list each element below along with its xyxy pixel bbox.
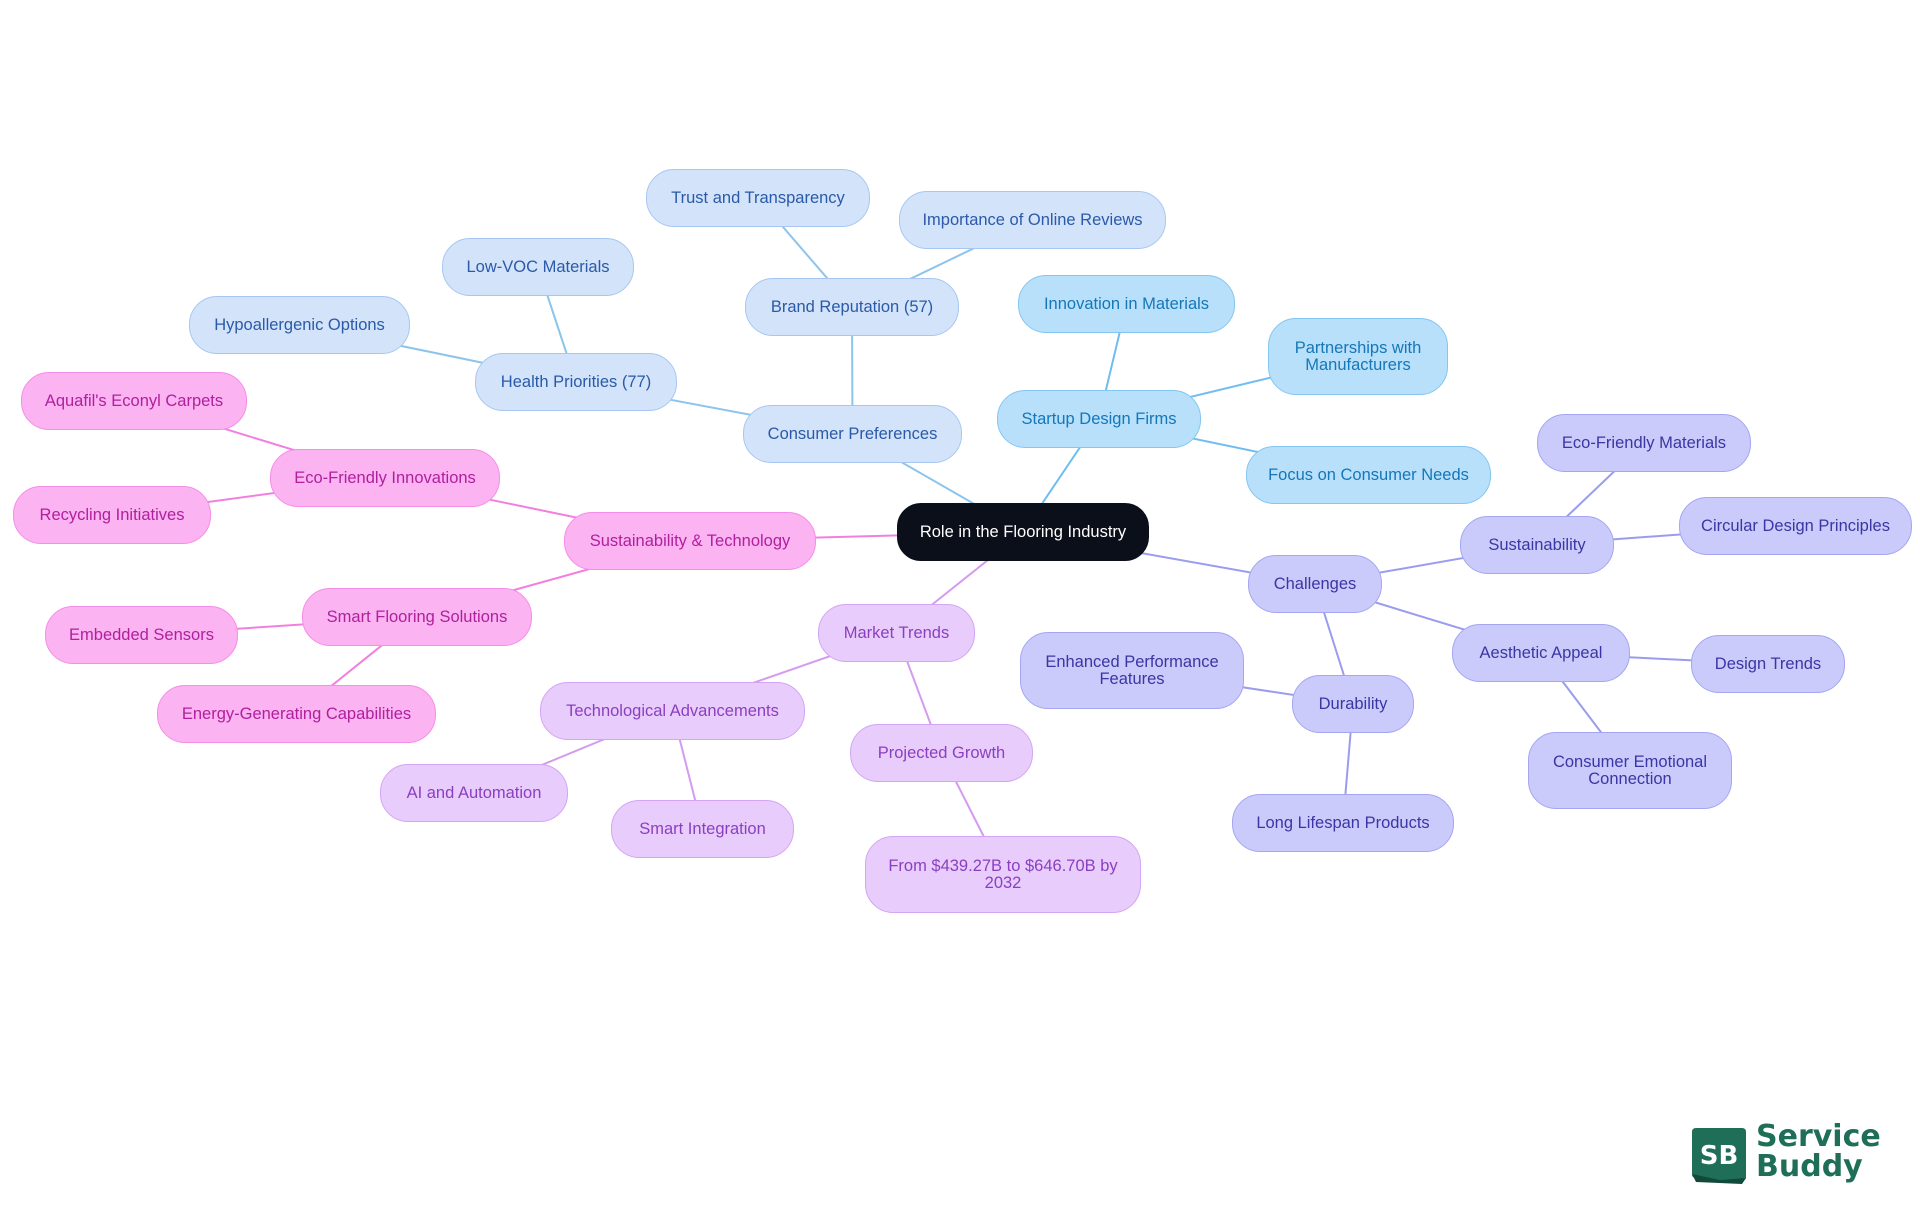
node-label: Aquafil's Econyl Carpets (44, 391, 224, 410)
node-label: Challenges (1273, 574, 1357, 593)
node-label: AI and Automation (406, 783, 542, 802)
node-label: Smart Integration (639, 819, 766, 838)
node-innovation-in-materials[interactable]: Innovation in Materials (1018, 275, 1235, 333)
node-label: Low-VOC Materials (466, 257, 610, 276)
node-label: Enhanced Performance Features (1045, 652, 1219, 688)
node-label: Partnerships with Manufacturers (1294, 338, 1422, 374)
node-label: Market Trends (843, 623, 950, 642)
node-recycling-initiatives[interactable]: Recycling Initiatives (13, 486, 211, 544)
sb-logo-mark: SB (1692, 1128, 1746, 1184)
node-aesthetic-appeal[interactable]: Aesthetic Appeal (1452, 624, 1630, 682)
node-label: Brand Reputation (57) (770, 297, 934, 316)
logo-line-2: Buddy (1756, 1149, 1863, 1184)
node-consumer-emotional-connection[interactable]: Consumer Emotional Connection (1528, 732, 1732, 809)
node-partnerships-with-manufacturers[interactable]: Partnerships with Manufacturers (1268, 318, 1448, 395)
logo-wordmark: Service Buddy (1756, 1122, 1881, 1182)
node-label: Circular Design Principles (1701, 516, 1890, 535)
service-buddy-logo: SB Service Buddy (1690, 1122, 1881, 1190)
node-label: Sustainability & Technology (589, 531, 791, 550)
node-long-lifespan-products[interactable]: Long Lifespan Products (1232, 794, 1454, 852)
node-embedded-sensors[interactable]: Embedded Sensors (45, 606, 238, 664)
node-low-voc-materials[interactable]: Low-VOC Materials (442, 238, 634, 296)
logo-mark-text: SB (1700, 1141, 1739, 1171)
node-label: From $439.27B to $646.70B by 2032 (888, 856, 1118, 892)
node-label: Long Lifespan Products (1256, 813, 1430, 832)
node-label: Aesthetic Appeal (1479, 643, 1603, 662)
node-importance-of-online-reviews[interactable]: Importance of Online Reviews (899, 191, 1166, 249)
node-eco-friendly-innovations[interactable]: Eco-Friendly Innovations (270, 449, 500, 507)
node-label: Startup Design Firms (1021, 409, 1177, 428)
node-ai-and-automation[interactable]: AI and Automation (380, 764, 568, 822)
node-label: Eco-Friendly Innovations (294, 468, 476, 487)
node-startup-design-firms[interactable]: Startup Design Firms (997, 390, 1201, 448)
node-energy-generating-capabilities[interactable]: Energy-Generating Capabilities (157, 685, 436, 743)
node-label: Recycling Initiatives (39, 505, 185, 524)
node-label: Sustainability (1488, 535, 1586, 554)
node-hypoallergenic-options[interactable]: Hypoallergenic Options (189, 296, 410, 354)
node-trust-and-transparency[interactable]: Trust and Transparency (646, 169, 870, 227)
node-brand-reputation[interactable]: Brand Reputation (57) (745, 278, 959, 336)
node-label: Smart Flooring Solutions (326, 607, 508, 626)
node-label: Technological Advancements (566, 701, 779, 720)
node-label: Innovation in Materials (1043, 294, 1210, 313)
node-enhanced-performance-features[interactable]: Enhanced Performance Features (1020, 632, 1244, 709)
root-label: Role in the Flooring Industry (919, 522, 1127, 541)
node-label: Embedded Sensors (69, 625, 214, 644)
node-label: Consumer Preferences (767, 424, 938, 443)
node-aquafil-econyl-carpets[interactable]: Aquafil's Econyl Carpets (21, 372, 247, 430)
node-focus-on-consumer-needs[interactable]: Focus on Consumer Needs (1246, 446, 1491, 504)
node-label: Energy-Generating Capabilities (181, 704, 412, 723)
node-technological-advancements[interactable]: Technological Advancements (540, 682, 805, 740)
node-label: Trust and Transparency (671, 188, 845, 207)
node-smart-flooring-solutions[interactable]: Smart Flooring Solutions (302, 588, 532, 646)
node-design-trends[interactable]: Design Trends (1691, 635, 1845, 693)
node-eco-friendly-materials[interactable]: Eco-Friendly Materials (1537, 414, 1751, 472)
logo-line-1: Service (1756, 1119, 1881, 1154)
node-growth-figure[interactable]: From $439.27B to $646.70B by 2032 (865, 836, 1141, 913)
node-challenges[interactable]: Challenges (1248, 555, 1382, 613)
node-consumer-preferences[interactable]: Consumer Preferences (743, 405, 962, 463)
node-label: Importance of Online Reviews (922, 210, 1143, 229)
node-sustainability-and-technology[interactable]: Sustainability & Technology (564, 512, 816, 570)
node-label: Hypoallergenic Options (214, 315, 385, 334)
node-sustainability[interactable]: Sustainability (1460, 516, 1614, 574)
node-health-priorities[interactable]: Health Priorities (77) (475, 353, 677, 411)
node-market-trends[interactable]: Market Trends (818, 604, 975, 662)
node-durability[interactable]: Durability (1292, 675, 1414, 733)
node-circular-design-principles[interactable]: Circular Design Principles (1679, 497, 1912, 555)
node-smart-integration[interactable]: Smart Integration (611, 800, 794, 858)
node-label: Durability (1318, 694, 1388, 713)
node-label: Eco-Friendly Materials (1561, 433, 1727, 452)
root-node[interactable]: Role in the Flooring Industry (897, 503, 1149, 561)
node-label: Design Trends (1714, 654, 1822, 673)
node-projected-growth[interactable]: Projected Growth (850, 724, 1033, 782)
node-label: Consumer Emotional Connection (1552, 752, 1708, 788)
node-label: Projected Growth (877, 743, 1006, 762)
node-label: Focus on Consumer Needs (1268, 465, 1469, 484)
node-label: Health Priorities (77) (500, 372, 652, 391)
